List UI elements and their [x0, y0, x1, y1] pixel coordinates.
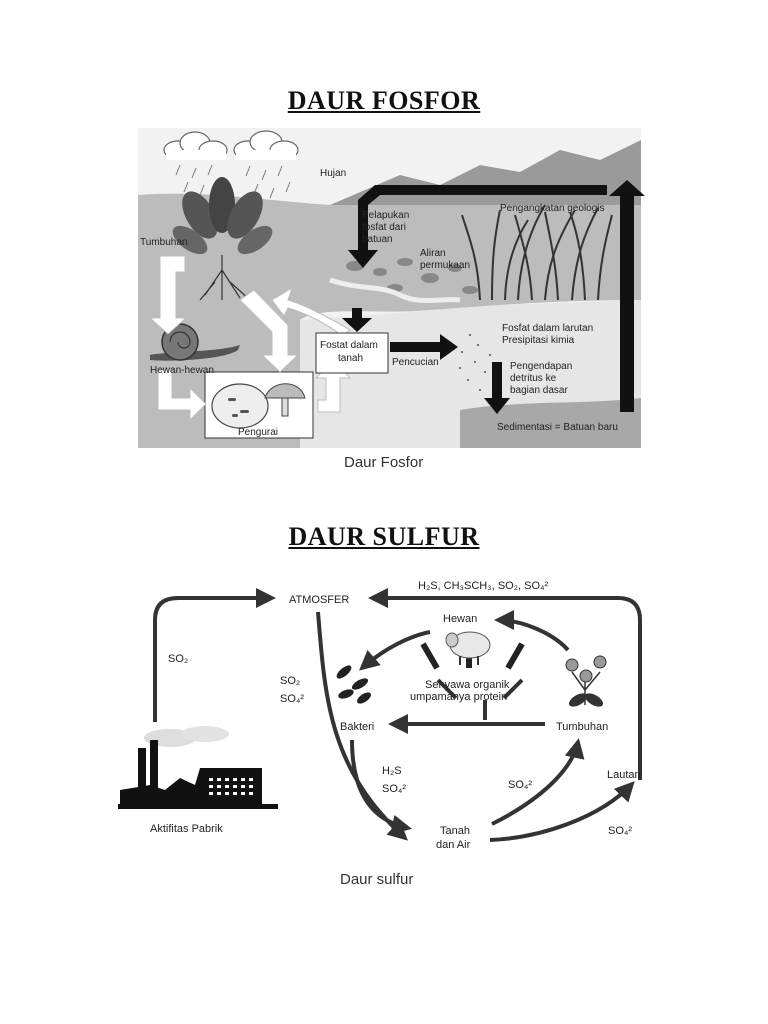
- label-leaching: Pencucian: [392, 357, 439, 368]
- label-animals-sulfur: Hewan: [443, 613, 477, 625]
- label-bacteria: Bakteri: [340, 721, 374, 733]
- label-weathering-2: fosfat dari: [362, 222, 406, 233]
- runoff-stream: [329, 277, 461, 303]
- rocks: [346, 258, 478, 294]
- label-organic-2: umpamanya protein: [410, 691, 507, 703]
- sulfur-flow-arrows: [153, 588, 642, 842]
- black-flow-arrows: [342, 180, 645, 414]
- cloud-icon: [163, 131, 228, 160]
- label-runoff-2: permukaan: [420, 260, 470, 271]
- plant-icon: [172, 177, 273, 301]
- label-sedimentation: Sedimentasi = Batuan baru: [497, 422, 618, 433]
- label-solution-2: Presipitasi kimia: [502, 335, 575, 346]
- label-geo-uplift: Pengangkatan geologis: [500, 203, 605, 214]
- label-plants: Tumbuhan: [140, 237, 187, 248]
- label-ocean: Lautan: [607, 769, 641, 781]
- factory-icon: [118, 726, 278, 809]
- label-decomposers: Pengurai: [238, 427, 278, 438]
- label-solution-1: Fosfat dalam larutan: [502, 323, 593, 334]
- label-plants-sulfur: Tumbuhan: [556, 721, 608, 733]
- soil-phosphate-box: [315, 332, 389, 374]
- sheep-icon: [445, 631, 491, 665]
- label-weathering-3: batuan: [362, 234, 393, 245]
- label-deposition-1: Pengendapan: [510, 361, 572, 372]
- label-so4-ocean: SO₄²: [608, 825, 632, 837]
- label-so2-left: SO₂: [168, 653, 188, 665]
- label-organic-1: Senyawa organik: [425, 679, 510, 691]
- label-rain: Hujan: [320, 168, 346, 179]
- label-runoff-1: Aliran: [420, 248, 446, 259]
- sulfur-cycle-diagram: ATMOSFER H₂S, CH₃SCH₃, SO₂, SO₄² SO₂ SO₂…: [118, 580, 642, 888]
- label-soil-water-1: Tanah: [440, 825, 470, 837]
- phosphorus-cycle-title: DAUR FOSFOR: [287, 86, 481, 115]
- bacteria-icon: [336, 665, 371, 704]
- label-weathering-1: Pelapukan: [362, 210, 409, 221]
- flower-plant-icon: [565, 655, 607, 707]
- label-so4-plants: SO₄²: [508, 779, 532, 791]
- label-so4-bacteria: SO₄²: [382, 783, 406, 795]
- sulfur-caption: Daur sulfur: [340, 871, 413, 888]
- label-animals: Hewan-hewan: [150, 365, 214, 376]
- phosphorus-cycle-diagram: Hujan Tumbuhan Pengangkatan geologis Pel…: [138, 128, 645, 471]
- bacteria-petri-icon: [211, 383, 269, 429]
- cloud-icon: [233, 130, 299, 160]
- mountains: [330, 140, 641, 215]
- label-deposition-3: bagian dasar: [510, 385, 568, 396]
- sediment-layer: [460, 398, 641, 448]
- label-h2s: H₂S: [382, 765, 402, 777]
- snail-icon: [150, 323, 240, 361]
- reeds-icon: [461, 204, 613, 301]
- mushroom-icon: [264, 383, 306, 417]
- label-so4-mid: SO₄²: [280, 693, 304, 705]
- label-factory: Aktifitas Pabrik: [150, 823, 223, 835]
- label-soil-phosphate-1: Fostat dalam: [320, 340, 378, 351]
- label-soil-phosphate-2: tanah: [338, 353, 363, 364]
- sulfur-cycle-title: DAUR SULFUR: [288, 522, 480, 551]
- label-gases-top: H₂S, CH₃SCH₃, SO₂, SO₄²: [418, 580, 549, 592]
- label-deposition-2: detritus ke: [510, 373, 557, 384]
- label-soil-water-2: dan Air: [436, 839, 471, 851]
- label-so2-mid: SO₂: [280, 675, 300, 687]
- phosphorus-caption: Daur Fosfor: [344, 454, 423, 471]
- precipitate-dots: [459, 334, 491, 391]
- label-atmosphere: ATMOSFER: [289, 594, 349, 606]
